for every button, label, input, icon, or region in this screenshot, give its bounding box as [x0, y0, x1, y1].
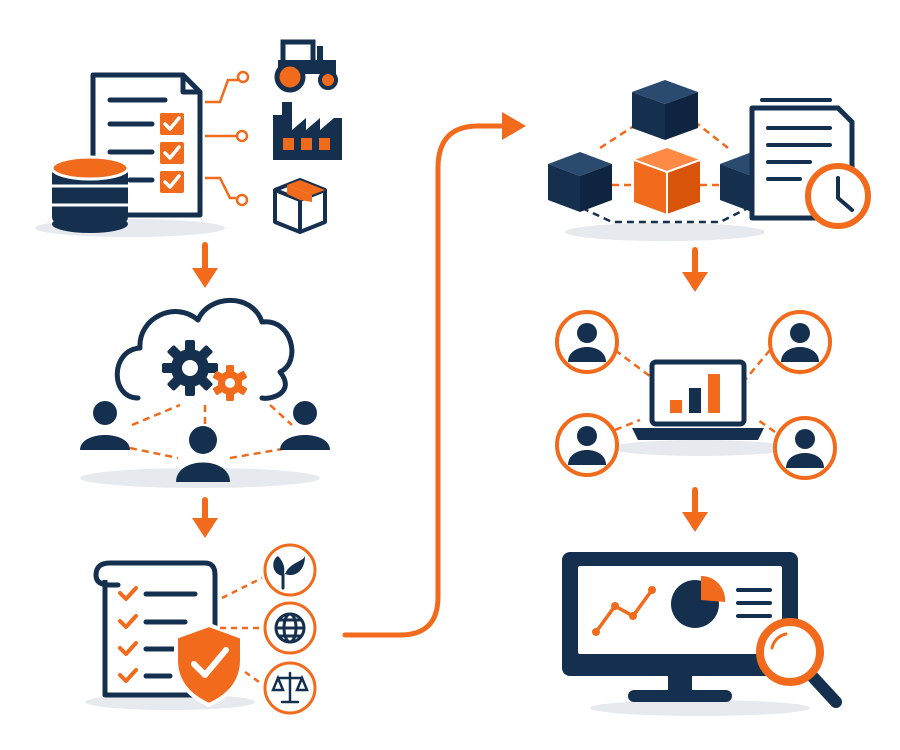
factory-icon — [273, 102, 342, 160]
bar-chart — [670, 374, 720, 413]
stakeholder-links — [614, 349, 776, 434]
cube-icon — [633, 148, 701, 214]
magnifier-icon — [756, 618, 842, 708]
tractor-icon — [274, 39, 338, 93]
stage-data-collection — [35, 39, 342, 237]
cube-icon — [548, 152, 612, 212]
check-box-icon — [160, 171, 184, 193]
scales-icon — [263, 661, 317, 715]
ground-shadow — [565, 223, 765, 241]
team-connectors — [129, 403, 293, 460]
down-arrow — [192, 242, 218, 288]
source-connectors — [205, 70, 250, 207]
stage-monitoring-dashboard — [562, 552, 842, 716]
check-box-icon — [160, 113, 184, 135]
check-box-icon — [160, 142, 184, 164]
shield-check-icon — [174, 623, 244, 707]
globe-icon — [263, 601, 317, 655]
person-circle-icon — [555, 413, 619, 477]
legend-lines — [736, 588, 772, 618]
pie-chart-icon — [671, 575, 726, 628]
chart-bar — [670, 400, 682, 413]
clock-icon — [805, 163, 871, 229]
small-gear-icon — [212, 365, 248, 401]
laptop-chart-icon — [632, 359, 764, 440]
person-icon — [176, 426, 230, 482]
chart-bar — [708, 374, 720, 413]
chart-bar — [689, 388, 701, 413]
stage-compliance-review — [85, 543, 317, 715]
down-arrow — [192, 497, 218, 538]
cube-icon — [632, 80, 698, 140]
database-icon — [50, 155, 130, 233]
person-circle-icon — [773, 416, 837, 480]
person-icon — [280, 401, 330, 450]
stage-stakeholder-sharing — [555, 310, 837, 480]
stage-supply-chain-network — [548, 80, 871, 241]
package-box-icon — [273, 178, 327, 234]
monitor-dashboard-icon — [562, 552, 798, 702]
ground-shadow — [590, 700, 810, 716]
gear-icon — [162, 340, 218, 396]
checklist-document-icon — [90, 72, 203, 218]
person-icon — [80, 401, 130, 450]
down-arrow — [682, 247, 708, 292]
compliance-connectors — [220, 576, 263, 686]
person-circle-icon — [768, 310, 832, 374]
ground-shadow — [610, 440, 790, 456]
connector-arrow — [342, 112, 526, 638]
down-arrow — [682, 487, 708, 532]
leaf-icon — [263, 543, 317, 597]
line-chart-icon — [592, 586, 656, 636]
stage-cloud-collaboration — [80, 298, 330, 488]
person-circle-icon — [555, 310, 619, 374]
